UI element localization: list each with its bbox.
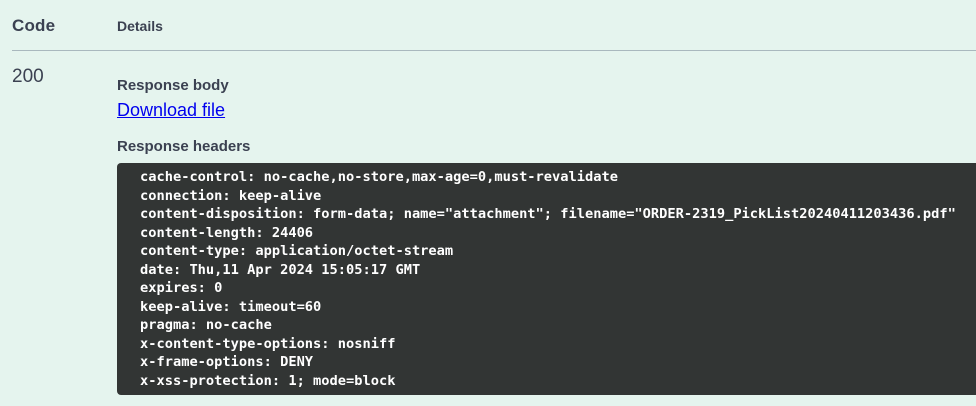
response-headers-label: Response headers bbox=[117, 138, 251, 155]
response-row: 200 Response body Download file Response… bbox=[0, 51, 976, 395]
response-body-label: Response body bbox=[117, 77, 229, 94]
responses-header-row: Code Details bbox=[12, 0, 976, 51]
details-column-header: Details bbox=[117, 18, 163, 34]
response-headers-block: cache-control: no-cache,no-store,max-age… bbox=[117, 163, 976, 395]
code-column-header: Code bbox=[12, 16, 56, 35]
download-file-row: Download file bbox=[117, 100, 976, 122]
response-details-cell: Response body Download file Response hea… bbox=[117, 66, 976, 395]
response-status-code: 200 bbox=[12, 66, 44, 87]
download-file-link[interactable]: Download file bbox=[117, 100, 226, 120]
responses-table: Code Details 200 Response body Download … bbox=[0, 0, 976, 395]
